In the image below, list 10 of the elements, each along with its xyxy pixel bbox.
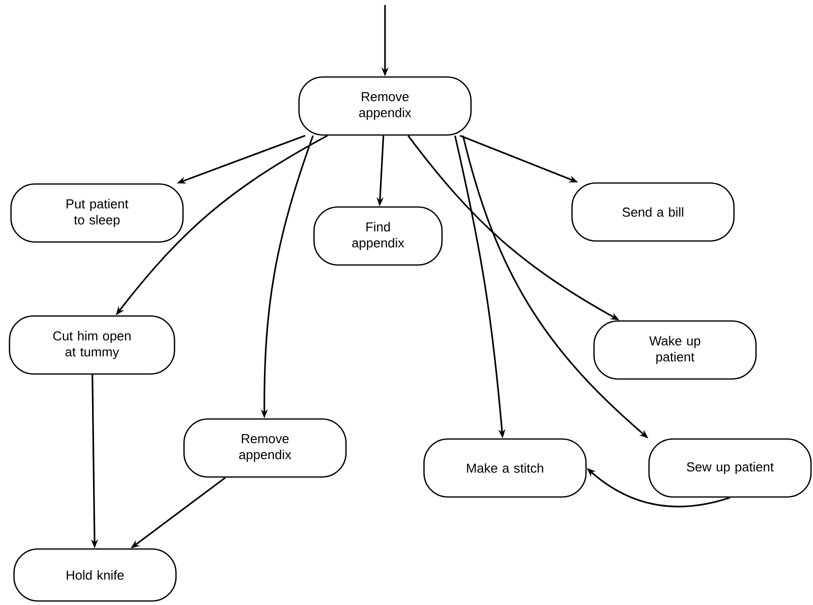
rounded-box: Cut him open at tummy: [8, 315, 176, 375]
rounded-box: Remove appendix: [298, 76, 472, 136]
rounded-box: Send a bill: [571, 182, 735, 242]
rounded-box: Find appendix: [313, 206, 443, 266]
rounded-box: Sew up patient: [648, 438, 812, 498]
rounded-box: Hold knife: [13, 548, 177, 602]
rounded-box: Put patient to sleep: [10, 183, 184, 243]
rounded-box: Wake up patient: [593, 320, 757, 380]
rounded-box: Make a stitch: [423, 438, 587, 498]
rounded-box: Remove appendix: [183, 418, 347, 478]
